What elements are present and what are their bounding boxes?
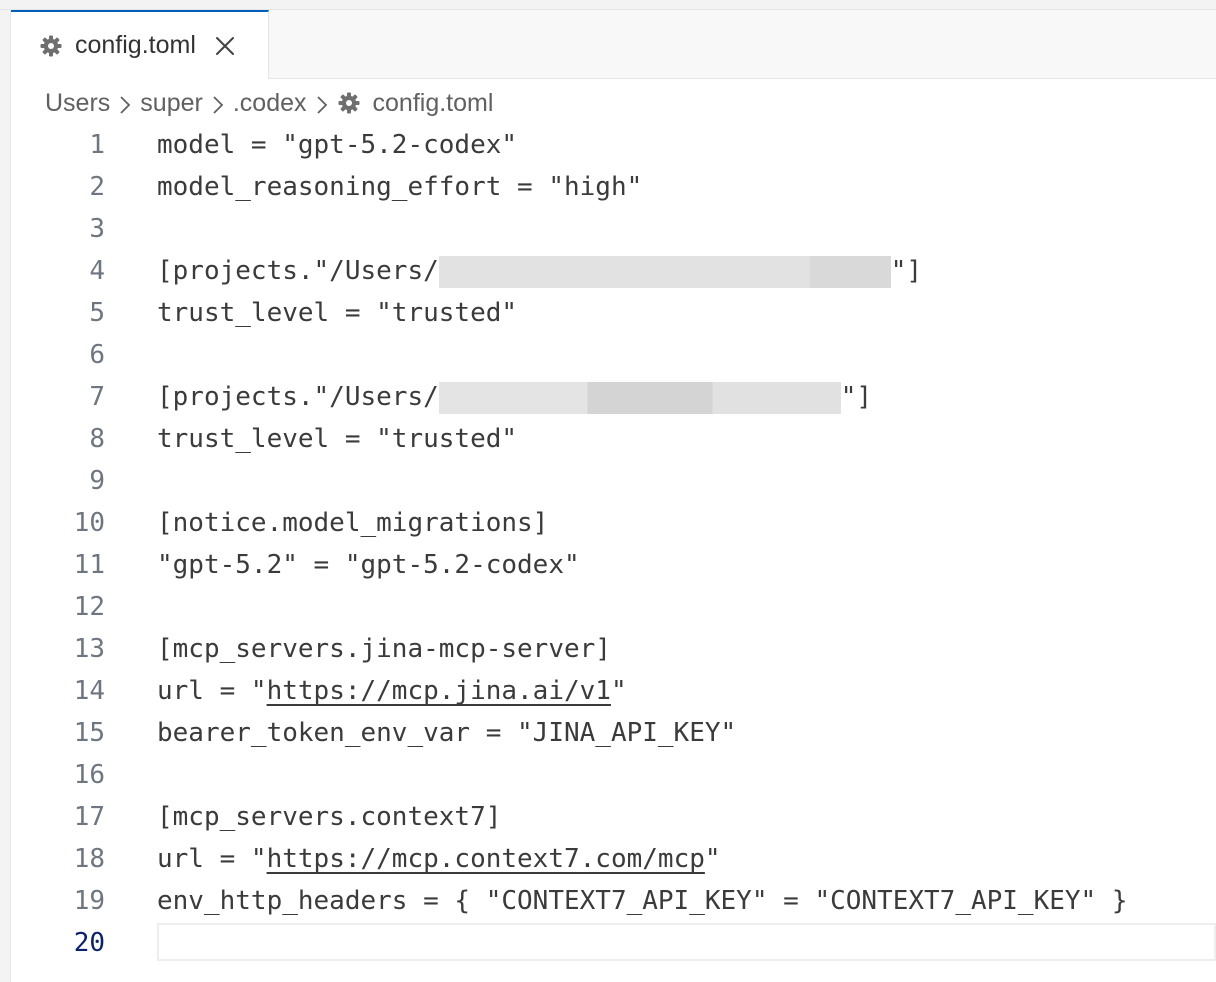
code-line: 13 [mcp_servers.jina-mcp-server] (11, 628, 1216, 670)
breadcrumb: Users super .codex (45, 84, 493, 122)
line-number: 14 (73, 676, 105, 706)
line-number: 3 (89, 214, 105, 244)
code-line: 7 [projects."/Users/ "] (11, 376, 1216, 418)
activity-edge (0, 10, 11, 982)
line-text[interactable]: url = "https://mcp.jina.ai/v1" (157, 670, 627, 712)
code-line: 11 "gpt-5.2" = "gpt-5.2-codex" (11, 544, 1216, 586)
line-number: 12 (73, 592, 105, 622)
code-line-active: 20 (11, 922, 1216, 964)
line-number: 16 (73, 760, 105, 790)
line-number: 11 (73, 550, 105, 580)
line-text-suffix: " (704, 844, 721, 874)
line-number: 6 (89, 340, 105, 370)
line-text[interactable]: [mcp_servers.context7] (157, 802, 502, 832)
chevron-right-icon (211, 93, 225, 114)
chevron-right-icon (315, 93, 329, 114)
code-line: 9 (11, 460, 1216, 502)
redacted-path (438, 381, 841, 414)
line-text[interactable]: model = "gpt-5.2-codex" (157, 130, 518, 160)
code-line: 10 [notice.model_migrations] (11, 502, 1216, 544)
line-number-active: 20 (73, 928, 105, 958)
close-icon[interactable] (214, 35, 236, 57)
tab-bar: config.toml (11, 10, 1216, 79)
line-text[interactable]: [projects."/Users/ "] (157, 250, 922, 292)
line-text[interactable]: [projects."/Users/ "] (157, 376, 872, 418)
breadcrumb-item-codex[interactable]: .codex (232, 88, 307, 117)
line-text-prefix: [projects."/Users/ (157, 256, 439, 286)
line-text-prefix: url = " (157, 676, 267, 706)
line-text[interactable]: trust_level = "trusted" (157, 298, 518, 328)
url-link[interactable]: https://mcp.jina.ai/v1 (266, 676, 611, 706)
line-number: 13 (73, 634, 105, 664)
line-text-prefix: [projects."/Users/ (157, 382, 439, 412)
chevron-right-icon (118, 93, 132, 114)
url-link[interactable]: https://mcp.context7.com/mcp (266, 844, 705, 874)
breadcrumb-item-super[interactable]: super (140, 88, 203, 117)
breadcrumb-item-users[interactable]: Users (45, 88, 111, 117)
gear-icon (39, 34, 63, 58)
line-number: 1 (89, 130, 105, 160)
line-text[interactable]: env_http_headers = { "CONTEXT7_API_KEY" … (157, 886, 1128, 916)
gear-icon (337, 91, 361, 115)
line-number: 15 (73, 718, 105, 748)
line-text[interactable]: [mcp_servers.jina-mcp-server] (157, 634, 611, 664)
code-line: 6 (11, 334, 1216, 376)
code-line: 4 [projects."/Users/ "] (11, 250, 1216, 292)
redacted-path (438, 255, 891, 288)
line-number: 7 (89, 382, 105, 412)
window-top-edge (0, 0, 1216, 10)
code-line: 14 url = "https://mcp.jina.ai/v1" (11, 670, 1216, 712)
code-line: 1 model = "gpt-5.2-codex" (11, 124, 1216, 166)
line-number: 9 (89, 466, 105, 496)
line-number: 2 (89, 172, 105, 202)
line-number: 8 (89, 424, 105, 454)
line-text-suffix: "] (890, 256, 923, 286)
line-number: 10 (73, 508, 105, 538)
code-line: 12 (11, 586, 1216, 628)
code-line: 16 (11, 754, 1216, 796)
code-line: 19 env_http_headers = { "CONTEXT7_API_KE… (11, 880, 1216, 922)
line-text[interactable]: "gpt-5.2" = "gpt-5.2-codex" (157, 550, 580, 580)
current-line-highlight[interactable] (157, 923, 1216, 961)
code-line: 2 model_reasoning_effort = "high" (11, 166, 1216, 208)
code-line: 8 trust_level = "trusted" (11, 418, 1216, 460)
code-line: 18 url = "https://mcp.context7.com/mcp" (11, 838, 1216, 880)
line-text-suffix: "] (840, 382, 873, 412)
tab-config-toml[interactable]: config.toml (11, 10, 269, 79)
code-editor[interactable]: 1 model = "gpt-5.2-codex" 2 model_reason… (11, 124, 1216, 982)
line-number: 5 (89, 298, 105, 328)
line-number: 4 (89, 256, 105, 286)
code-line: 17 [mcp_servers.context7] (11, 796, 1216, 838)
line-text-suffix: " (610, 676, 627, 706)
tab-label: config.toml (75, 31, 196, 59)
line-text[interactable]: bearer_token_env_var = "JINA_API_KEY" (157, 718, 737, 748)
code-line: 15 bearer_token_env_var = "JINA_API_KEY" (11, 712, 1216, 754)
line-text[interactable]: model_reasoning_effort = "high" (157, 172, 643, 202)
line-text[interactable]: trust_level = "trusted" (157, 424, 518, 454)
code-line: 3 (11, 208, 1216, 250)
line-number: 17 (73, 802, 105, 832)
breadcrumb-item-config-toml[interactable]: config.toml (372, 88, 494, 117)
line-number: 19 (73, 886, 105, 916)
line-text[interactable]: [notice.model_migrations] (157, 508, 549, 538)
line-text[interactable]: url = "https://mcp.context7.com/mcp" (157, 838, 721, 880)
line-text-prefix: url = " (157, 844, 267, 874)
code-line: 5 trust_level = "trusted" (11, 292, 1216, 334)
line-number: 18 (73, 844, 105, 874)
